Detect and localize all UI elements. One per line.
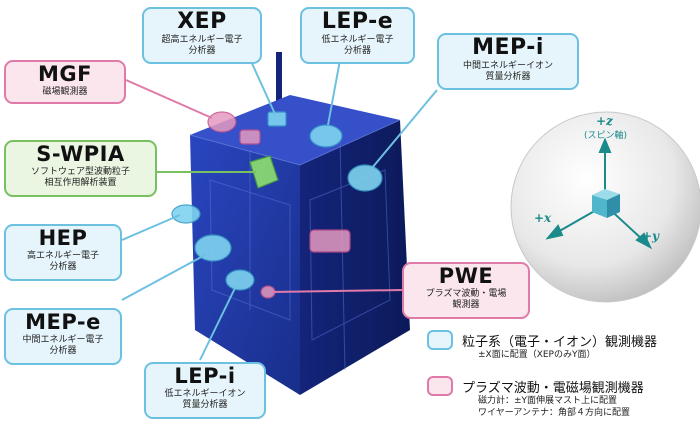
mepe-title: MEP-e	[6, 310, 120, 335]
mgf-desc-1: 磁場観測器	[6, 87, 124, 98]
swpia-label-box: S-WPIA ソフトウェア型波動粒子 相互作用解析装置	[4, 140, 157, 197]
pwe-label-box: PWE プラズマ波動・電場 観測器	[402, 262, 530, 319]
hep-desc-2: 分析器	[6, 262, 120, 273]
xep-desc-2: 分析器	[144, 46, 260, 57]
xep-title: XEP	[144, 9, 260, 35]
lepi-title: LEP-i	[146, 364, 264, 389]
xep-sensor	[268, 112, 286, 126]
legend-wave-note-1: 磁力計：±Y面伸展マスト上に配置	[478, 396, 617, 407]
x-axis-label: +x	[534, 211, 552, 225]
spacecraft-front-face	[190, 135, 300, 395]
swpia-desc-1: ソフトウェア型波動粒子	[6, 167, 155, 178]
legend-particle-swatch	[427, 330, 453, 350]
mepe-desc-1: 中間エネルギー電子	[6, 335, 120, 346]
lepi-label-box: LEP-i 低エネルギーイオン 質量分析器	[144, 362, 266, 419]
legend-wave-title: プラズマ波動・電磁場観測機器	[462, 377, 644, 396]
xep-label-box: XEP 超高エネルギー電子 分析器	[142, 7, 262, 64]
mepi-desc-2: 質量分析器	[439, 72, 577, 83]
mepi-title: MEP-i	[439, 35, 577, 61]
spacecraft-side-face	[300, 120, 410, 395]
mgf-label-box: MGF 磁場観測器	[4, 60, 126, 104]
z-axis-note: (スピン軸)	[584, 129, 627, 141]
mepe-desc-2: 分析器	[6, 346, 120, 357]
hep-label-box: HEP 高エネルギー電子 分析器	[4, 224, 122, 281]
lepi-desc-2: 質量分析器	[146, 400, 264, 411]
hep-desc-1: 高エネルギー電子	[6, 251, 120, 262]
mepi-label-box: MEP-i 中間エネルギーイオン 質量分析器	[437, 33, 579, 90]
wave-sensor-top	[240, 130, 260, 144]
lepe-desc-1: 低エネルギー電子	[302, 35, 413, 46]
legend-particle-note: ±X面に配置（XEPのみY面）	[478, 350, 595, 361]
mepe-label-box: MEP-e 中間エネルギー電子 分析器	[4, 308, 122, 365]
legend-wave-swatch	[427, 376, 453, 396]
lepe-label-box: LEP-e 低エネルギー電子 分析器	[300, 7, 415, 64]
pwe-title: PWE	[404, 264, 528, 289]
xep-desc-1: 超高エネルギー電子	[144, 35, 260, 46]
mgf-title: MGF	[6, 62, 124, 87]
legend-wave-note-2: ワイヤーアンテナ：角部４方向に配置	[478, 408, 630, 419]
y-axis-label: +y	[642, 229, 660, 243]
lepe-sensor	[310, 125, 342, 147]
cube-icon	[592, 189, 620, 218]
hep-sensor	[172, 205, 200, 223]
swpia-desc-2: 相互作用解析装置	[6, 178, 155, 189]
swpia-title: S-WPIA	[6, 142, 155, 167]
legend-particle-title: 粒子系（電子・イオン）観測機器	[462, 331, 657, 350]
z-axis-label: +z	[596, 114, 614, 128]
pwe-desc-2: 観測器	[404, 300, 528, 311]
lepe-desc-2: 分析器	[302, 46, 413, 57]
hep-title: HEP	[6, 226, 120, 251]
mepi-sensor	[348, 165, 382, 191]
lepi-desc-1: 低エネルギーイオン	[146, 389, 264, 400]
pwe-desc-1: プラズマ波動・電場	[404, 289, 528, 300]
lepe-title: LEP-e	[302, 9, 413, 35]
mgf-sensor	[208, 112, 236, 132]
mepi-desc-1: 中間エネルギーイオン	[439, 61, 577, 72]
lepi-sensor	[226, 270, 254, 290]
pwe-sensor	[310, 230, 350, 252]
